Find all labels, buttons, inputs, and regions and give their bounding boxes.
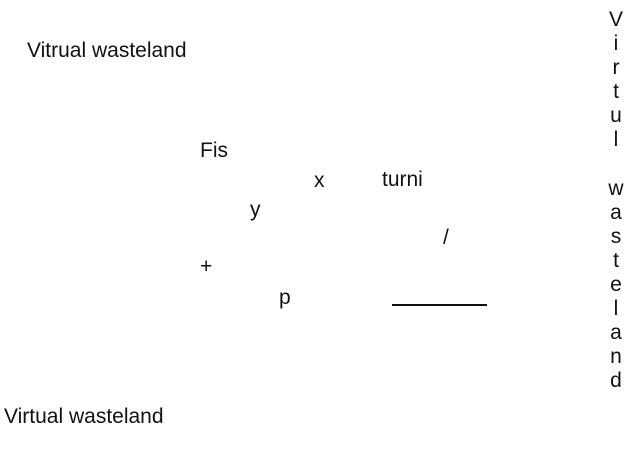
vertical-letter: e: [610, 273, 622, 297]
word-p: p: [279, 286, 291, 309]
vertical-letter: [604, 153, 628, 177]
vertical-letter: i: [613, 32, 619, 56]
vertical-letter: w: [608, 176, 624, 200]
top-title: Vitrual wasteland: [27, 39, 187, 62]
word-plus: +: [200, 255, 213, 278]
vertical-letter: n: [610, 345, 622, 369]
vertical-letter: t: [613, 248, 619, 272]
word-turni: turni: [382, 168, 423, 191]
bottom-title: Virtual wasteland: [4, 405, 164, 428]
underline-divider: [392, 304, 487, 306]
vertical-letter: V: [608, 8, 623, 31]
vertical-letter: u: [610, 104, 622, 128]
vertical-title: V i r t u l w a s t e l a n d: [604, 8, 628, 394]
vertical-letter: r: [612, 56, 620, 80]
word-y: y: [250, 198, 261, 221]
vertical-letter: a: [610, 321, 622, 345]
word-fis: Fis: [200, 139, 228, 162]
vertical-letter: d: [610, 369, 622, 393]
word-slash: /: [443, 226, 449, 249]
vertical-letter: a: [610, 200, 622, 224]
vertical-letter: s: [610, 224, 622, 248]
vertical-letter: l: [613, 128, 619, 152]
vertical-letter: l: [613, 297, 619, 321]
word-x: x: [314, 169, 325, 192]
vertical-letter: t: [613, 80, 619, 104]
